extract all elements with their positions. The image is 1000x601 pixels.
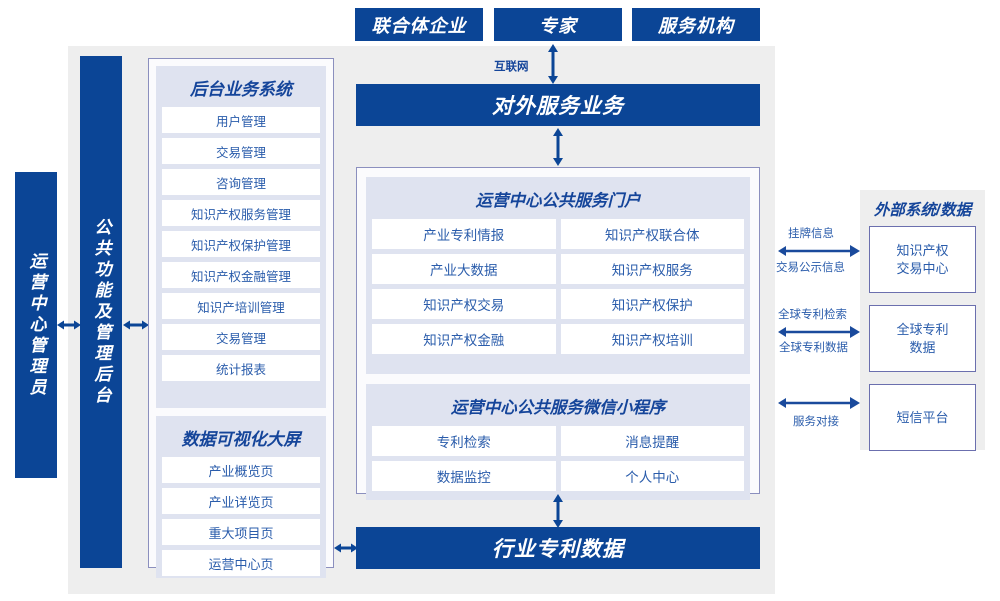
actor-label: 服务机构 [658, 15, 734, 36]
portal-item[interactable]: 知识产权联合体 [560, 219, 744, 249]
backend-item[interactable]: 知识产培训管理 [162, 293, 320, 319]
backend-item[interactable]: 知识产权金融管理 [162, 262, 320, 288]
actor-label: 联合体企业 [371, 15, 467, 36]
wechat-miniprogram-group: 运营中心公共服务微信小程序 专利检索 消息提醒 数据监控 个人中心 [366, 384, 750, 500]
arrow-public-to-backend [123, 320, 149, 330]
backend-business-system-group: 后台业务系统 用户管理 交易管理 咨询管理 知识产权服务管理 知识产权保护管理 … [156, 66, 326, 408]
external-service-label: 对外服务业务 [492, 95, 624, 118]
portal-item[interactable]: 产业专利情报 [372, 219, 556, 249]
actor-box-expert: 专家 [494, 8, 622, 41]
miniapp-items-grid: 专利检索 消息提醒 数据监控 个人中心 [372, 426, 744, 491]
backend-item[interactable]: 知识产权保护管理 [162, 231, 320, 257]
actor-box-agency: 服务机构 [632, 8, 760, 41]
backend-item[interactable]: 咨询管理 [162, 169, 320, 195]
data-visualization-screen-group: 数据可视化大屏 产业概览页 产业详览页 重大项目页 运营中心页 [156, 416, 326, 578]
arrow-portal-to-industry-data [553, 494, 563, 528]
actor-box-consortium: 联合体企业 [355, 8, 483, 41]
connector-label-global-patent-data: 全球专利数据 [779, 342, 848, 354]
module-bar-label: 公共功能及管理后台 [91, 217, 111, 407]
connector-label-global-patent-search: 全球专利检索 [778, 309, 847, 321]
operations-center-panel: 运营中心公共服务门户 产业专利情报 知识产权联合体 产业大数据 知识产权服务 知… [356, 167, 760, 500]
external-box-line2: 数据 [909, 339, 936, 355]
external-box-line1: 短信平台 [896, 409, 949, 425]
external-box-line1: 全球专利 [896, 321, 949, 337]
bigscreen-item[interactable]: 重大项目页 [162, 519, 320, 545]
portal-item[interactable]: 知识产权培训 [560, 324, 744, 354]
portal-item[interactable]: 知识产权保护 [560, 289, 744, 319]
arrow-backend-to-industry-data [334, 543, 358, 553]
connector-label-trading-disclosure: 交易公示信息 [776, 262, 845, 274]
internet-connector-label: 互联网 [494, 61, 529, 73]
industry-data-label: 行业专利数据 [492, 538, 624, 561]
backend-item[interactable]: 交易管理 [162, 138, 320, 164]
backend-group-title: 后台业务系统 [190, 80, 292, 99]
backend-item[interactable]: 统计报表 [162, 355, 320, 381]
role-bar-operations-admin: 运营中心管理员 [15, 172, 57, 478]
portal-group-title: 运营中心公共服务门户 [475, 192, 641, 210]
miniapp-item[interactable]: 数据监控 [372, 461, 556, 491]
backend-systems-panel: 后台业务系统 用户管理 交易管理 咨询管理 知识产权服务管理 知识产权保护管理 … [148, 58, 334, 578]
bigscreen-group-title: 数据可视化大屏 [181, 430, 301, 449]
arrow-internet-vertical [548, 44, 558, 84]
external-system-box-ip-trading-center[interactable]: 知识产权 交易中心 [869, 226, 976, 293]
arrow-to-ip-trading-center [778, 245, 860, 257]
external-box-line2: 交易中心 [896, 260, 949, 276]
backend-item[interactable]: 用户管理 [162, 107, 320, 133]
portal-item[interactable]: 知识产权交易 [372, 289, 556, 319]
external-system-box-global-patent-data[interactable]: 全球专利 数据 [869, 305, 976, 372]
external-box-text: 全球专利 数据 [896, 321, 948, 356]
backend-item[interactable]: 知识产权服务管理 [162, 200, 320, 226]
miniapp-item[interactable]: 个人中心 [560, 461, 744, 491]
arrow-to-sms-platform [778, 397, 860, 409]
connector-label-listing-info: 挂牌信息 [788, 228, 834, 240]
external-system-box-sms-platform[interactable]: 短信平台 [869, 384, 976, 451]
backend-item[interactable]: 交易管理 [162, 324, 320, 350]
bigscreen-item[interactable]: 产业概览页 [162, 457, 320, 483]
external-box-text: 知识产权 交易中心 [896, 242, 948, 277]
external-panel-title: 外部系统/数据 [873, 202, 972, 219]
actor-label: 专家 [539, 15, 577, 36]
external-box-line1: 知识产权 [896, 242, 949, 258]
bigscreen-item[interactable]: 运营中心页 [162, 550, 320, 576]
miniapp-item[interactable]: 专利检索 [372, 426, 556, 456]
portal-items-grid: 产业专利情报 知识产权联合体 产业大数据 知识产权服务 知识产权交易 知识产权保… [372, 219, 744, 354]
miniapp-item[interactable]: 消息提醒 [560, 426, 744, 456]
external-systems-panel: 外部系统/数据 知识产权 交易中心 全球专利 数据 短信平台 [860, 190, 985, 451]
role-bar-label: 运营中心管理员 [26, 251, 46, 399]
industry-patent-data-bar: 行业专利数据 [356, 527, 760, 569]
miniapp-group-title: 运营中心公共服务微信小程序 [450, 399, 666, 417]
arrow-admin-to-public [57, 320, 81, 330]
module-bar-public-functions: 公共功能及管理后台 [80, 56, 122, 568]
arrow-service-to-portal [553, 128, 563, 166]
public-service-portal-group: 运营中心公共服务门户 产业专利情报 知识产权联合体 产业大数据 知识产权服务 知… [366, 177, 750, 374]
connector-label-service-docking: 服务对接 [793, 416, 839, 428]
portal-item[interactable]: 产业大数据 [372, 254, 556, 284]
external-service-business-bar: 对外服务业务 [356, 84, 760, 126]
portal-item[interactable]: 知识产权金融 [372, 324, 556, 354]
portal-item[interactable]: 知识产权服务 [560, 254, 744, 284]
bigscreen-item[interactable]: 产业详览页 [162, 488, 320, 514]
arrow-to-global-patent-data [778, 326, 860, 338]
